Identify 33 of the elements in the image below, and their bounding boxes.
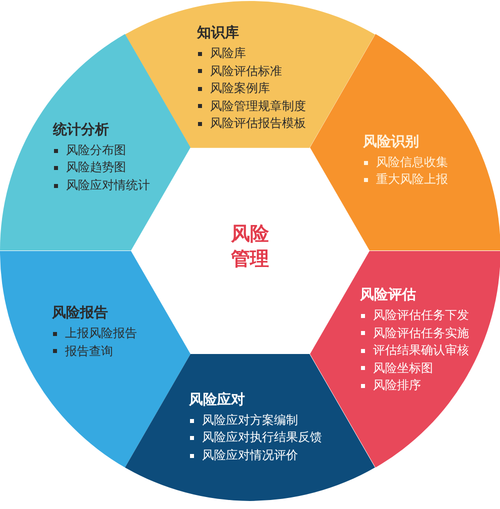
- segment-heading: 风险应对: [189, 390, 245, 409]
- segment-heading: 风险报告: [52, 304, 108, 322]
- list-item: 风险案例库: [210, 80, 270, 97]
- list-item: 风险评估标准: [210, 62, 282, 80]
- ring-segment: [125, 354, 375, 501]
- ring-segment: [0, 34, 190, 251]
- list-item: 报告查询: [65, 342, 113, 360]
- segment-heading: 风险评估: [360, 286, 416, 304]
- list-item: 风险坐标图: [373, 360, 433, 376]
- list-item: 风险评估报告模板: [210, 115, 306, 132]
- center-title: 风险管理: [230, 222, 270, 272]
- ring-segment: [125, 1, 375, 148]
- list-item: 风险评估任务下发: [373, 307, 469, 324]
- segment-heading: 风险识别: [363, 132, 419, 151]
- segment-heading: 知识库: [197, 24, 239, 42]
- list-item: 风险库: [210, 45, 246, 62]
- list-item: 重大风险上报: [376, 171, 448, 188]
- ring-segment: [310, 34, 500, 251]
- list-item: 风险应对执行结果反馈: [202, 429, 322, 446]
- ring-segment: [310, 251, 500, 468]
- list-item: 风险管理规章制度: [210, 98, 306, 114]
- list-item: 风险排序: [373, 377, 421, 394]
- list-item: 风险趋势图: [66, 159, 126, 176]
- ring-segment: [0, 251, 190, 468]
- list-item: 风险分布图: [66, 142, 126, 159]
- list-item: 评估结果确认审核: [373, 342, 469, 359]
- list-item: 风险应对方案编制: [202, 412, 298, 429]
- list-item: 上报风险报告: [65, 325, 137, 342]
- list-item: 风险应对情统计: [66, 176, 150, 194]
- list-item: 风险信息收集: [376, 154, 448, 171]
- segment-heading: 统计分析: [53, 120, 109, 139]
- list-item: 风险评估任务实施: [373, 324, 469, 342]
- list-item: 风险应对情况评价: [202, 446, 298, 464]
